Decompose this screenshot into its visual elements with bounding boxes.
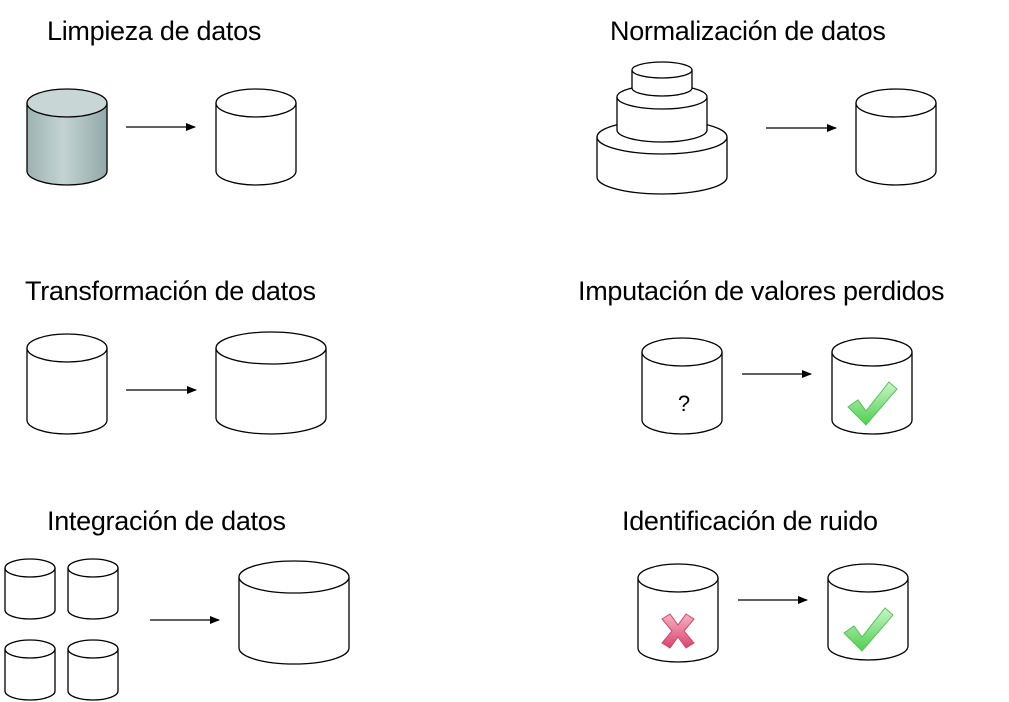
- imputed-database-icon: [831, 337, 913, 435]
- integration-panel: [4, 558, 350, 701]
- source-database-icon-4: [67, 639, 119, 701]
- question-icon: ?: [678, 391, 690, 416]
- source-database-icon-2: [67, 558, 119, 620]
- denoised-database-icon: [827, 563, 909, 661]
- noisy-database-icon: [637, 563, 719, 663]
- title-imputation: Imputación de valores perdidos: [578, 276, 945, 306]
- normalized-database-icon: [855, 88, 937, 186]
- source-database-icon-3: [4, 639, 56, 701]
- title-cleaning: Limpieza de datos: [47, 16, 262, 46]
- source-database-icon: [26, 333, 108, 435]
- noise-panel: [637, 563, 909, 663]
- cleaning-panel: [26, 88, 297, 186]
- clean-database-icon: [215, 88, 297, 186]
- title-noise: Identificación de ruido: [622, 506, 878, 536]
- small-database-icon: [631, 61, 693, 97]
- check-icon: [843, 607, 894, 652]
- normalization-panel: [596, 61, 937, 195]
- title-transformation: Transformación de datos: [25, 276, 316, 306]
- dirty-database-icon: [26, 88, 108, 186]
- transformed-database-icon: [215, 331, 327, 435]
- incomplete-database-icon: ?: [641, 337, 723, 435]
- transformation-panel: [26, 331, 327, 435]
- source-database-icon-1: [4, 558, 56, 620]
- integrated-database-icon: [238, 560, 350, 665]
- cross-icon: [661, 613, 695, 649]
- title-normalization: Normalización de datos: [610, 16, 886, 46]
- check-icon: [847, 381, 898, 426]
- imputation-panel: ?: [641, 337, 913, 435]
- title-integration: Integración de datos: [47, 506, 286, 536]
